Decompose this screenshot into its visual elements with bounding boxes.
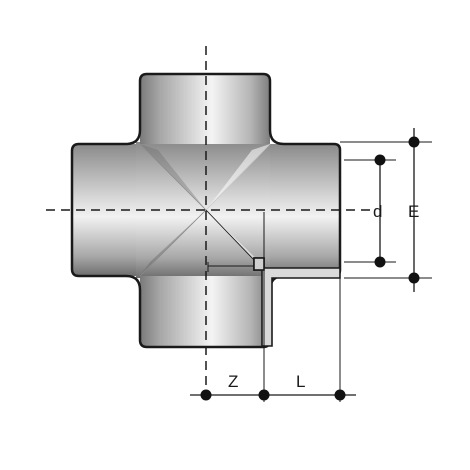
dimension-dot-L-end bbox=[334, 389, 346, 401]
crease-line-tl bbox=[139, 143, 207, 211]
dimension-label-d: d bbox=[373, 202, 382, 221]
dimension-label-Z: Z bbox=[228, 372, 238, 391]
center-lines bbox=[46, 46, 370, 400]
dimension-dot-d-bottom bbox=[374, 256, 386, 268]
horizontal-arm bbox=[72, 144, 340, 276]
dimension-dot-Z-end bbox=[258, 389, 270, 401]
vertical-arm bbox=[140, 74, 270, 347]
fitting-outline bbox=[70, 72, 342, 349]
dimension-E: E bbox=[408, 128, 420, 292]
dimension-d: d bbox=[373, 154, 386, 268]
crease-line-tr bbox=[205, 143, 271, 211]
socket-stop-step bbox=[253, 257, 265, 271]
dimension-dot-Z-start bbox=[200, 389, 212, 401]
crease-line-bl bbox=[139, 209, 207, 277]
cutaway-diagonal-line bbox=[205, 209, 255, 261]
dimension-label-L: L bbox=[296, 372, 305, 391]
dimension-label-E: E bbox=[408, 202, 419, 221]
dimension-Z-L: Z L bbox=[190, 372, 356, 401]
dimension-dot-d-top bbox=[374, 154, 386, 166]
dimension-dot-E-top bbox=[408, 136, 420, 148]
socket-wall-section bbox=[253, 257, 341, 347]
dimension-dot-E-bottom bbox=[408, 272, 420, 284]
